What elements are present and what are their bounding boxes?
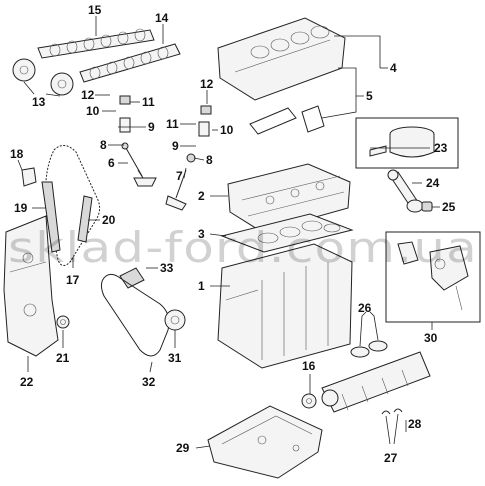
- callout-18: 18: [10, 147, 24, 161]
- callout-32: 32: [142, 375, 156, 389]
- callout-labels: 15 14 13 4 5 12 11 10 9 8 6 12 11 10 9 8…: [10, 3, 456, 465]
- oil-pan[interactable]: [207, 405, 323, 479]
- callout-20: 20: [102, 213, 116, 227]
- callout-6: 6: [108, 156, 115, 170]
- crank-sprocket[interactable]: [301, 393, 317, 409]
- callout-12-left: 12: [81, 88, 95, 102]
- callout-3: 3: [198, 227, 205, 241]
- callout-1: 1: [198, 279, 205, 293]
- callout-11-left: 11: [142, 95, 155, 109]
- engine-block[interactable]: [217, 243, 353, 369]
- connecting-rod[interactable]: [387, 169, 424, 213]
- crank-pulley[interactable]: [164, 309, 186, 331]
- callout-21: 21: [56, 351, 70, 365]
- head-gasket[interactable]: [220, 213, 354, 253]
- callout-24: 24: [426, 176, 440, 190]
- callout-25: 25: [442, 200, 456, 214]
- callout-8-right: 8: [206, 153, 213, 167]
- chain-tensioner[interactable]: [21, 167, 37, 187]
- callout-28: 28: [408, 417, 422, 431]
- valve-springs-right[interactable]: [186, 105, 212, 163]
- piston[interactable]: [369, 126, 435, 158]
- callout-26: 26: [358, 301, 372, 315]
- cam-sprocket-exhaust[interactable]: [12, 58, 36, 82]
- chain-guide-left[interactable]: [41, 181, 61, 253]
- callout-15: 15: [88, 3, 102, 17]
- callout-8-left: 8: [100, 138, 107, 152]
- callout-9-right: 9: [172, 139, 179, 153]
- callout-4: 4: [390, 61, 397, 75]
- intake-valve[interactable]: [125, 147, 157, 187]
- front-seal[interactable]: [56, 315, 70, 329]
- callout-12-right: 12: [200, 77, 214, 91]
- valve-cover[interactable]: [217, 17, 346, 101]
- callout-11-right: 11: [166, 117, 179, 131]
- thrust-washers[interactable]: [381, 408, 403, 415]
- chain-guide-right[interactable]: [77, 195, 93, 243]
- callout-10-right: 10: [220, 123, 234, 137]
- oil-pump[interactable]: [397, 241, 469, 311]
- cover-gasket-left[interactable]: [249, 107, 297, 135]
- callout-33: 33: [160, 261, 174, 275]
- tensioner-arm[interactable]: [119, 267, 145, 289]
- leader-lines: [17, 16, 440, 449]
- valve-springs-left[interactable]: [119, 95, 131, 150]
- callout-5: 5: [366, 89, 373, 103]
- exhaust-camshaft[interactable]: [37, 28, 155, 59]
- callout-19: 19: [14, 201, 28, 215]
- main-bearing-left[interactable]: [350, 346, 370, 358]
- callout-14: 14: [155, 11, 169, 25]
- crankshaft[interactable]: [321, 351, 431, 413]
- callout-30: 30: [424, 331, 438, 345]
- cylinder-head[interactable]: [227, 163, 351, 233]
- callout-2: 2: [198, 189, 205, 203]
- callout-17: 17: [66, 273, 80, 287]
- callout-16: 16: [302, 359, 316, 373]
- callout-10-left: 10: [86, 104, 100, 118]
- callout-27: 27: [384, 451, 398, 465]
- callout-13: 13: [32, 95, 46, 109]
- drive-belt[interactable]: [100, 273, 170, 357]
- timing-cover[interactable]: [3, 215, 59, 357]
- main-bearing-right[interactable]: [368, 340, 388, 352]
- callout-31: 31: [168, 351, 182, 365]
- rod-bolt[interactable]: [421, 201, 433, 212]
- intake-camshaft[interactable]: [79, 43, 181, 83]
- oil-pump-frame: [385, 231, 481, 323]
- callout-7: 7: [176, 169, 183, 183]
- callout-22: 22: [20, 375, 34, 389]
- callout-29: 29: [176, 441, 190, 455]
- piston-kit-frame: [355, 117, 459, 169]
- cover-gasket-right[interactable]: [301, 105, 325, 133]
- cam-sprocket-intake[interactable]: [50, 72, 74, 96]
- watermark-text: sklad-ford.com.ua: [8, 223, 478, 272]
- callout-9-left: 9: [148, 120, 155, 134]
- callout-23: 23: [434, 141, 448, 155]
